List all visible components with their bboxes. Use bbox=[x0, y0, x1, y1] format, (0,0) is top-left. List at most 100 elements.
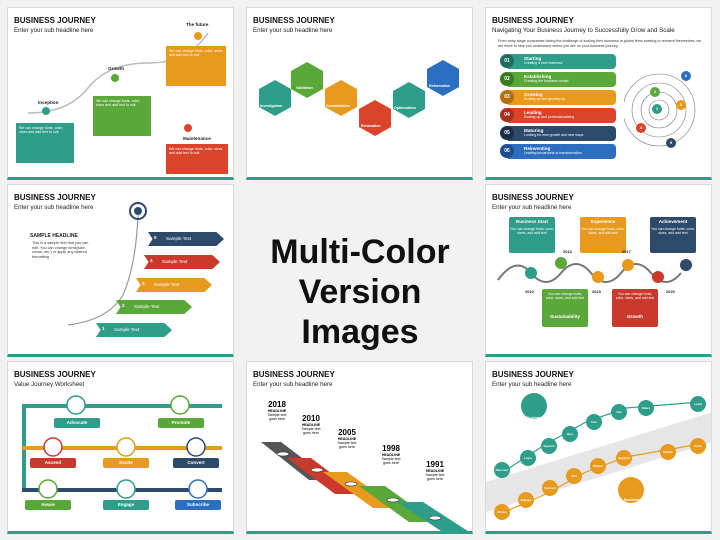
text-box-orange: We can change fonts, color, sizes and ad… bbox=[166, 46, 226, 86]
label-future: The future bbox=[186, 22, 209, 27]
step-number: 03 bbox=[500, 90, 514, 104]
slide-title: BUSINESS JOURNEY bbox=[253, 16, 335, 25]
slide-subtitle: Enter your sub headline here bbox=[253, 27, 333, 34]
slide-thumbnail-8[interactable]: BUSINESS JOURNEY Enter your sub headline… bbox=[246, 361, 473, 534]
customer-step: Use bbox=[586, 414, 602, 430]
slide-subtitle: Enter your sub headline here bbox=[253, 381, 333, 388]
step-arrow: Sample Text bbox=[144, 255, 220, 269]
business-journey-label: Business Journey bbox=[624, 498, 640, 506]
step-number: 3 bbox=[142, 281, 145, 286]
business-step: Support bbox=[616, 450, 632, 466]
hex-validation bbox=[291, 62, 323, 98]
stage-aware: Aware bbox=[25, 500, 71, 510]
step-number: 4 bbox=[150, 258, 153, 263]
milestone-2018: 2018 HEADLINE Sample text goes here bbox=[267, 400, 287, 421]
slide-title: BUSINESS JOURNEY bbox=[492, 370, 574, 379]
sample-desc: This is a sample text that you can edit.… bbox=[32, 241, 89, 260]
orbit-node: 2 bbox=[650, 87, 660, 97]
hex-investigation bbox=[259, 80, 291, 116]
slide-thumbnail-6[interactable]: BUSINESS JOURNEY Enter your sub headline… bbox=[485, 184, 712, 357]
milestone-box: You can change fonts, color, sizes, and … bbox=[542, 289, 588, 327]
stage-convert: Convert bbox=[173, 458, 219, 468]
slide-thumbnail-9[interactable]: BUSINESS JOURNEY Enter your sub headline… bbox=[485, 361, 712, 534]
stage-engage: Engage bbox=[103, 500, 149, 510]
slide-subtitle: Value Journey Worksheet bbox=[14, 381, 85, 388]
slide-thumbnail-4[interactable]: BUSINESS JOURNEY Enter your sub headline… bbox=[7, 184, 234, 357]
business-step: Deliver bbox=[590, 458, 606, 474]
slide-thumbnail-7[interactable]: BUSINESS JOURNEY Value Journey Worksheet… bbox=[7, 361, 234, 534]
milestone-2005: 2005 HEADLINE Sample text goes here bbox=[337, 428, 357, 449]
slide-thumbnail-2[interactable]: BUSINESS JOURNEY Enter your sub headline… bbox=[246, 7, 473, 180]
stage-subscribe: Subscribe bbox=[175, 500, 221, 510]
hex-optimization bbox=[393, 82, 425, 118]
milestone-2010: 2010 HEADLINE Sample text goes here bbox=[301, 414, 321, 435]
customer-step: Explore bbox=[541, 438, 557, 454]
progress-path bbox=[67, 202, 147, 326]
multi-color-heading: Multi-Color Version Images bbox=[270, 233, 450, 351]
text-box-green: We can change fonts, color, sizes and ad… bbox=[16, 123, 74, 163]
hex-label: Reformation bbox=[429, 84, 451, 88]
slide-title: BUSINESS JOURNEY bbox=[492, 193, 574, 202]
business-step: Attract bbox=[494, 504, 510, 520]
hex-renovation bbox=[359, 100, 391, 136]
year-label: 2020 bbox=[666, 289, 675, 294]
orbit-node: 1 bbox=[652, 104, 662, 114]
intro-text: From early stage companies facing the ch… bbox=[498, 39, 702, 48]
business-step: Grow bbox=[690, 438, 706, 454]
business-step: Convert bbox=[542, 480, 558, 496]
hex-consolidation bbox=[325, 80, 357, 116]
dual-journey-path bbox=[486, 393, 711, 515]
slide-title: BUSINESS JOURNEY bbox=[14, 370, 96, 379]
label-maintenance: Maintenance bbox=[183, 136, 211, 141]
orbit-diagram bbox=[624, 73, 696, 147]
slide-title: BUSINESS JOURNEY bbox=[14, 193, 96, 202]
customer-step: Loyal bbox=[690, 396, 706, 412]
year-label: 2017 bbox=[622, 249, 631, 254]
slide-subtitle: Enter your sub headline here bbox=[492, 381, 572, 388]
business-step: Engage bbox=[518, 492, 534, 508]
stage-promote: Promote bbox=[158, 418, 204, 428]
wave-timeline bbox=[497, 257, 692, 283]
hex-label: Renovation bbox=[361, 124, 381, 128]
step-arrow: Sample Text bbox=[136, 278, 212, 292]
step-number: 5 bbox=[154, 235, 157, 240]
business-step: Retain bbox=[660, 444, 676, 460]
year-label: 2015 bbox=[592, 289, 601, 294]
milestone-box: You can change fonts, color, sizes, and … bbox=[612, 289, 658, 327]
slide-thumbnail-1[interactable]: BUSINESS JOURNEY Enter your sub headline… bbox=[7, 7, 234, 180]
year-label: 2010 bbox=[525, 289, 534, 294]
step-arrow: Sample Text bbox=[148, 232, 224, 246]
stage-advocate: Advocate bbox=[54, 418, 100, 428]
orbit-node: 6 bbox=[681, 71, 691, 81]
label-growth: Growth bbox=[108, 66, 125, 71]
worksheet-lines bbox=[22, 395, 222, 499]
slide-title: BUSINESS JOURNEY bbox=[492, 16, 574, 25]
customer-step: Share bbox=[638, 400, 654, 416]
step-arrow: Sample Text bbox=[116, 300, 192, 314]
customer-step: Buy bbox=[562, 426, 578, 442]
customer-step: Learn bbox=[520, 450, 536, 466]
slide-subtitle: Navigating Your Business Journey to Succ… bbox=[492, 27, 675, 34]
customer-step: Get Support bbox=[611, 404, 627, 430]
customer-step: Discover bbox=[494, 462, 510, 478]
customer-journey-label: Customer Journey bbox=[526, 416, 544, 424]
year-label: 2013 bbox=[563, 249, 572, 254]
orbit-node: 3 bbox=[676, 100, 686, 110]
slide-thumbnail-3[interactable]: BUSINESS JOURNEY Navigating Your Busines… bbox=[485, 7, 712, 180]
hex-label: Investigation bbox=[260, 104, 283, 108]
slide-subtitle: Enter your sub headline here bbox=[492, 204, 572, 211]
step-number: 2 bbox=[122, 303, 125, 308]
diagonal-road bbox=[261, 442, 468, 531]
text-box-red: We can change fonts, color, sizes and ad… bbox=[166, 144, 228, 174]
milestone-1998: 1998 HEADLINE Sample text goes here bbox=[381, 444, 401, 465]
sample-headline: SAMPLE HEADLINE bbox=[30, 233, 78, 239]
slide-title: BUSINESS JOURNEY bbox=[253, 370, 335, 379]
